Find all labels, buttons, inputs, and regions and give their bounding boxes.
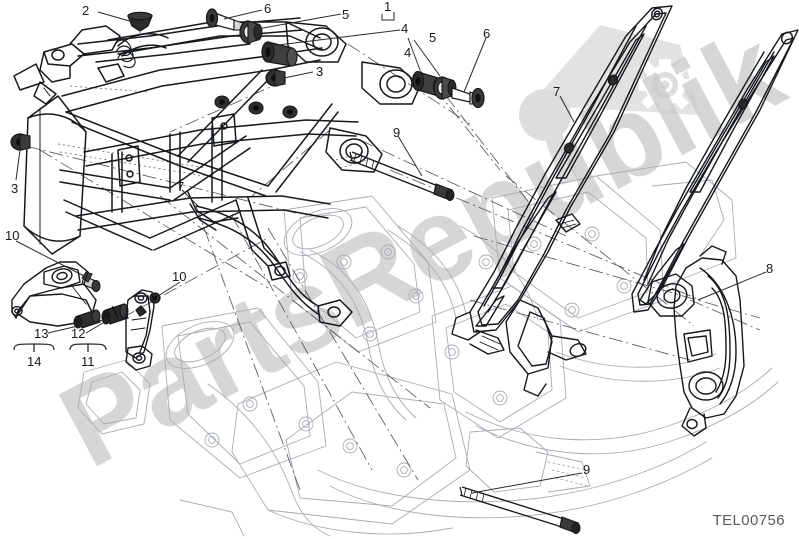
callout-2: 2 (82, 3, 90, 18)
callout-4-a: 4 (401, 21, 409, 36)
callout-3-left: 3 (11, 181, 19, 196)
callout-4-b: 4 (404, 45, 412, 60)
nut-5-right (433, 76, 457, 100)
subframe-rail-7-right (631, 29, 799, 313)
nut-5-left (239, 20, 263, 44)
bushing-3-lower-b (248, 101, 264, 115)
callout-6-b: 6 (483, 26, 491, 41)
frame-cap-2 (127, 11, 153, 44)
callout-8: 8 (766, 261, 774, 276)
screw-6-right (451, 87, 485, 109)
bushing-3-lower-c (282, 105, 298, 119)
suspension-plate-8 (647, 245, 745, 437)
main-frame-1 (13, 17, 421, 327)
watermark-gear-icon (519, 25, 700, 185)
callout-13: 13 (34, 326, 49, 341)
callout-9-upper: 9 (393, 125, 401, 140)
callout-7-frame: 7 (177, 179, 185, 194)
rubber-pad-13 (73, 309, 101, 329)
callout-11: 11 (81, 354, 95, 369)
callout-3-mid: 3 (316, 64, 324, 79)
callout-1: 1 (384, 0, 392, 14)
callout-5-a: 5 (342, 7, 350, 22)
callout-12: 12 (71, 326, 86, 341)
bushing-3-lower-a (214, 95, 230, 109)
screw-10-lower (149, 292, 161, 304)
long-bolt-9-upper (349, 151, 455, 201)
spacer-4-left (261, 41, 298, 67)
callout-5-b: 5 (429, 30, 437, 45)
callout-10-a: 10 (5, 228, 20, 243)
callout-leaders (13, 9, 767, 494)
screw-6-left (205, 8, 249, 31)
callout-14: 14 (27, 354, 42, 369)
bushing-3-left (10, 133, 31, 151)
part-code-label: TEL00756 (712, 512, 785, 529)
callout-7-rail: 7 (553, 84, 561, 99)
callout-10-b: 10 (172, 269, 187, 284)
callout-6-a: 6 (264, 1, 272, 16)
bracket-11 (125, 289, 155, 371)
bushing-3-mid (265, 69, 286, 87)
callout-9-lower: 9 (583, 462, 591, 477)
subframe-rail-7 (451, 5, 673, 397)
long-bolt-9-lower (459, 486, 581, 534)
rubber-pad-12 (101, 303, 129, 325)
